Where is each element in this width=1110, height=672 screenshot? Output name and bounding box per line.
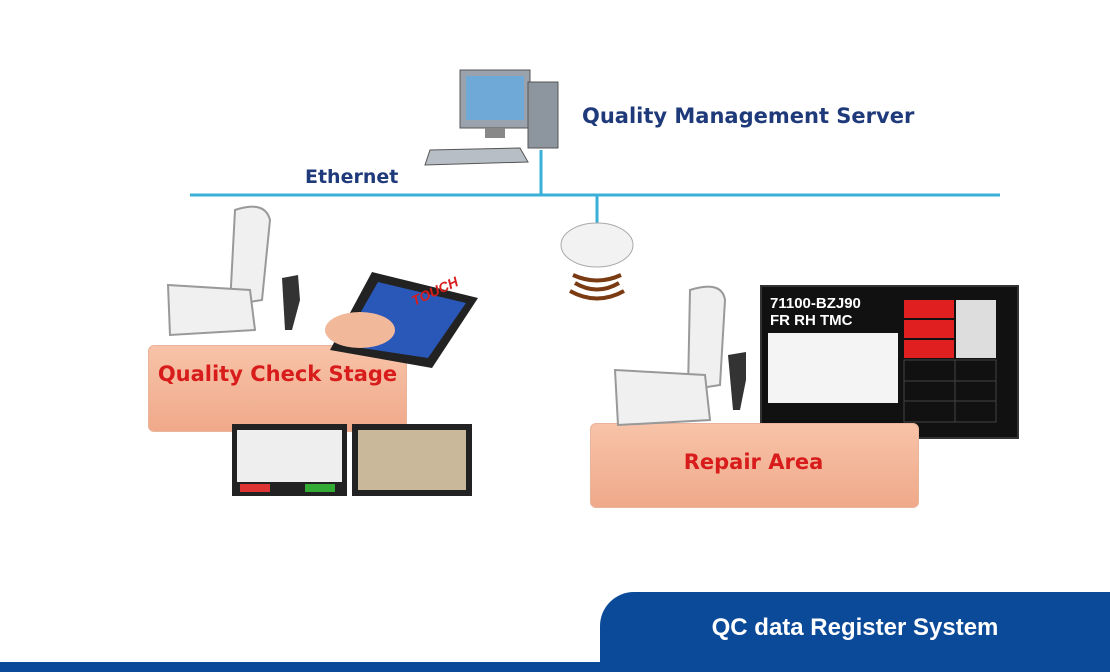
repair-monitor-content — [768, 300, 997, 423]
server-label: Quality Management Server — [582, 104, 915, 128]
ethernet-label: Ethernet — [305, 166, 399, 188]
banner-title: QC data Register System — [711, 614, 999, 641]
barcode-scanner-icon-right — [728, 352, 746, 410]
touch-tablet-icon — [325, 272, 478, 368]
qc-screen-thumbnail-2 — [352, 424, 472, 496]
wireless-access-point-icon — [560, 222, 634, 301]
quality-check-stage-label: Quality Check Stage — [157, 362, 398, 386]
qc-screen-thumbnail-1 — [232, 424, 347, 496]
server-computer-icon — [424, 69, 559, 166]
car-seat-icon-left — [166, 205, 272, 337]
monitor-part-info: 71100-BZJ90 FR RH TMC — [770, 295, 861, 329]
monitor-part-code: 71100-BZJ90 — [770, 295, 861, 312]
monitor-part-desc: FR RH TMC — [770, 312, 853, 329]
banner-strip — [0, 662, 1110, 672]
car-seat-icon-right — [613, 285, 727, 427]
repair-area-label: Repair Area — [683, 450, 824, 474]
title-banner — [600, 592, 1110, 672]
barcode-scanner-icon-left — [282, 275, 300, 330]
